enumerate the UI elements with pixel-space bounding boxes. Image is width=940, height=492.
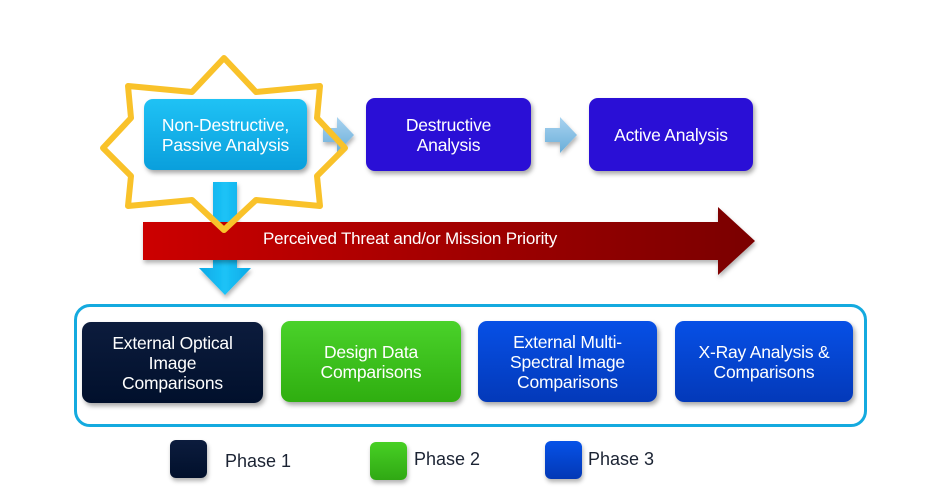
legend-label-phase-2: Phase 2 (414, 449, 481, 469)
technique-xray-analysis: X-Ray Analysis & Comparisons (675, 321, 853, 402)
priority-arrow-label: Perceived Threat and/or Mission Priority (262, 229, 558, 248)
technique-label: External Multi- Spectral Image Compariso… (510, 331, 625, 392)
highlight-star-icon (100, 55, 348, 233)
legend-swatch-phase-3 (545, 441, 582, 479)
technique-external-multispectral: External Multi- Spectral Image Compariso… (478, 321, 657, 402)
technique-label: X-Ray Analysis & Comparisons (698, 341, 830, 382)
arrow-right-icon (545, 117, 577, 153)
step-active-analysis: Active Analysis (589, 98, 753, 171)
legend-label-phase-3: Phase 3 (588, 449, 655, 469)
technique-design-data: Design Data Comparisons (281, 321, 461, 402)
step-label: Non-Destructive, Passive Analysis (161, 114, 290, 155)
step-label: Active Analysis (614, 124, 728, 145)
legend-swatch-phase-2 (370, 442, 407, 480)
priority-arrow (143, 207, 755, 275)
technique-external-optical: External Optical Image Comparisons (82, 322, 263, 403)
technique-label: Design Data Comparisons (320, 341, 422, 382)
legend-label-phase-1: Phase 1 (225, 451, 292, 471)
step-label: Destructive Analysis (405, 114, 492, 155)
arrow-right-icon (323, 117, 354, 153)
techniques-container (74, 304, 867, 427)
step-destructive-analysis: Destructive Analysis (366, 98, 531, 171)
legend-swatch-phase-1 (170, 440, 207, 478)
technique-label: External Optical Image Comparisons (112, 332, 233, 393)
step-non-destructive-passive-analysis: Non-Destructive, Passive Analysis (144, 99, 307, 170)
